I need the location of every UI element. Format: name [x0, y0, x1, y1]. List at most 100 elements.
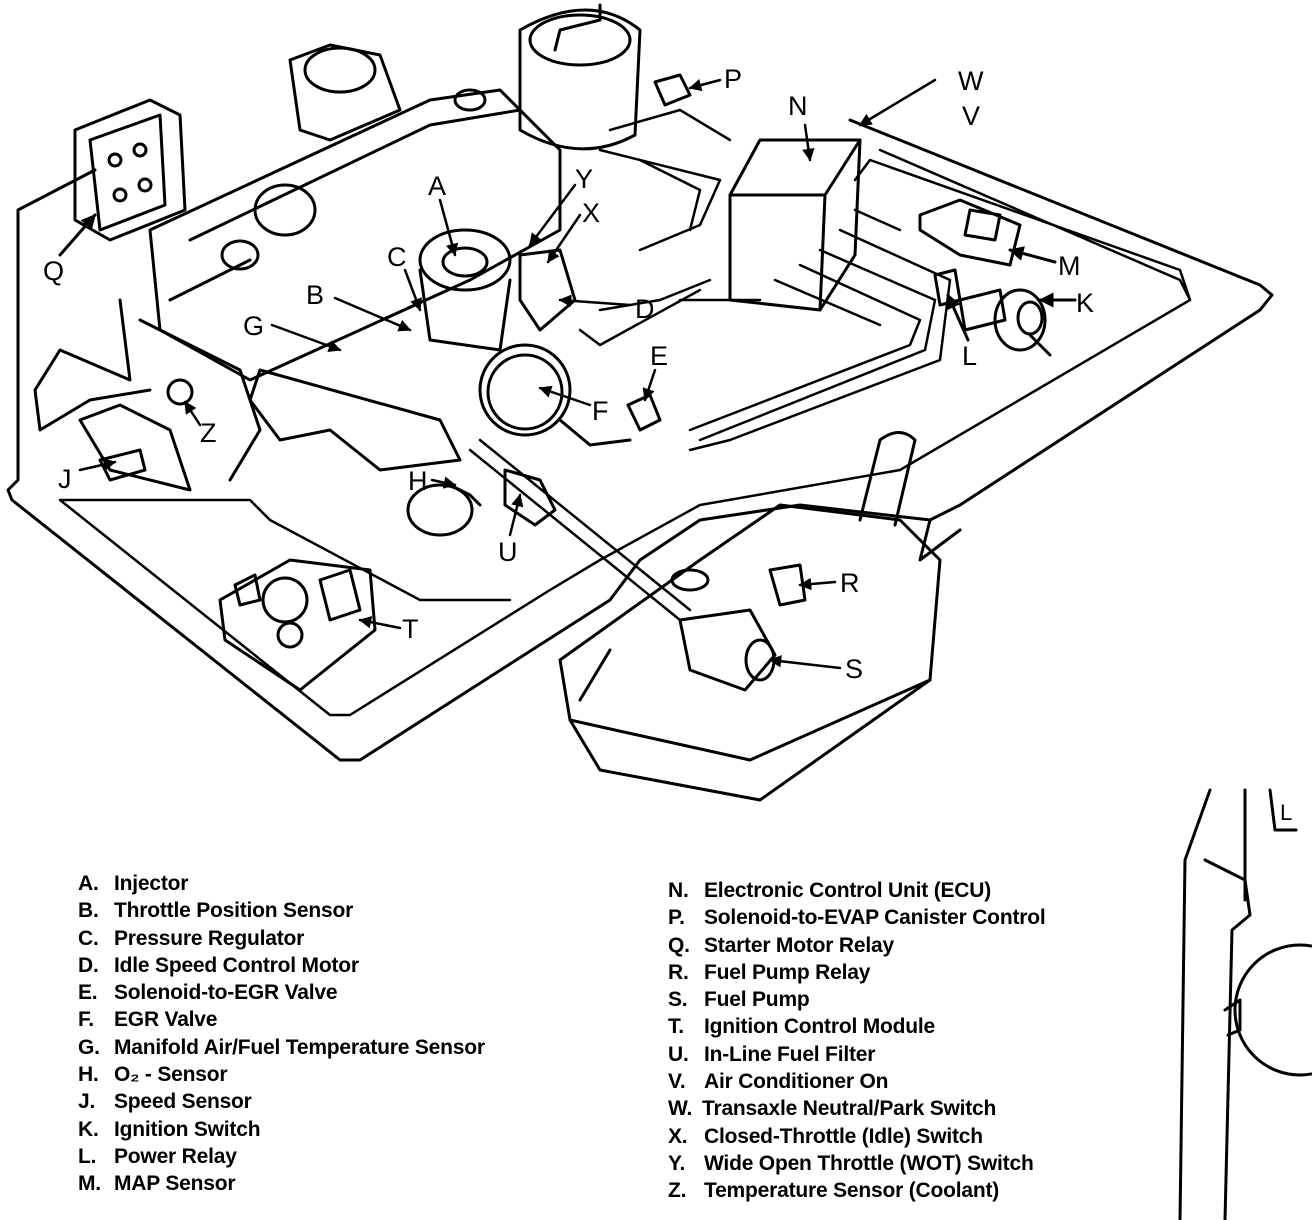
legend-key: U.: [668, 1042, 689, 1066]
legend-item: Z.Temperature Sensor (Coolant): [668, 1177, 1045, 1204]
callout-V: V: [962, 101, 980, 131]
legend-text: O₂ - Sensor: [114, 1063, 228, 1087]
evap-canister: [518, 3, 642, 151]
callout-M: M: [1058, 251, 1081, 281]
ignition-switch-K: [958, 288, 1077, 357]
coolant-sensor-Z: [166, 378, 194, 406]
legend-text: Fuel Pump: [704, 988, 810, 1012]
legend-item: S. Fuel Pump: [668, 986, 1045, 1013]
callout-N: N: [788, 91, 808, 121]
legend-key: S.: [668, 988, 688, 1012]
starter-motor-relay-Q: [58, 98, 187, 257]
legend-item: X.Closed-Throttle (Idle) Switch: [668, 1123, 1045, 1150]
legend-item: N.Electronic Control Unit (ECU): [668, 877, 1045, 904]
legend-item: B. Throttle Position Sensor: [78, 897, 485, 924]
legend-text: Throttle Position Sensor: [114, 899, 354, 923]
legend-key: C.: [78, 926, 99, 950]
legend-right: N.Electronic Control Unit (ECU) P.Soleno…: [668, 877, 1046, 1205]
partial-inset-drawing: [1178, 788, 1312, 1220]
legend-key: B.: [78, 899, 99, 923]
legend-text: Ignition Control Module: [704, 1015, 936, 1039]
legend-text: Idle Speed Control Motor: [114, 953, 359, 977]
legend-item: H.O₂ - Sensor: [78, 1061, 485, 1088]
legend-item: U. In-Line Fuel Filter: [668, 1041, 1045, 1068]
fuel-filter-U: [468, 438, 692, 622]
legend-key: L.: [78, 1144, 97, 1168]
legend-text: Wide Open Throttle (WOT) Switch: [704, 1151, 1034, 1175]
speed-sensor-J: [78, 403, 192, 492]
legend-key: G.: [78, 1035, 100, 1059]
legend-key: P.: [668, 906, 685, 930]
legend-text: Solenoid-to-EGR Valve: [114, 981, 338, 1005]
legend-item: Q. Starter Motor Relay: [668, 932, 1045, 959]
evap-solenoid-P: [653, 73, 692, 107]
legend-text: Manifold Air/Fuel Temperature Sensor: [114, 1035, 485, 1059]
legend-key: W.: [668, 1097, 693, 1121]
legend-key: T.: [668, 1015, 684, 1039]
legend-text: Starter Motor Relay: [704, 933, 894, 957]
legend-item: T. Ignition Control Module: [668, 1013, 1045, 1040]
legend-text: Pressure Regulator: [114, 926, 305, 950]
fuel-tank: [558, 431, 942, 802]
legend-key: Y.: [668, 1151, 686, 1175]
callout-arrows: [78, 78, 937, 670]
ignition-control-module-T: [218, 558, 377, 692]
legend-item: W. Transaxle Neutral/Park Switch: [668, 1095, 1045, 1122]
legend-key: F.: [78, 1008, 94, 1032]
legend-item: P.Solenoid-to-EVAP Canister Control: [668, 904, 1046, 931]
legend-key: A.: [78, 872, 99, 895]
callout-W: W: [958, 66, 984, 96]
legend-item: L.Power Relay: [78, 1143, 485, 1170]
callout-E: E: [650, 341, 668, 371]
throttle-body: [418, 228, 577, 352]
legend-text: EGR Valve: [114, 1008, 218, 1032]
legend-item: J. Speed Sensor: [78, 1088, 485, 1115]
legend-text: MAP Sensor: [114, 1172, 236, 1196]
legend-key: V.: [668, 1070, 686, 1094]
ecu-harness-wires: [578, 108, 1192, 452]
callout-L: L: [962, 341, 977, 371]
legend-text: In-Line Fuel Filter: [704, 1042, 876, 1066]
legend-text: Closed-Throttle (Idle) Switch: [704, 1124, 983, 1148]
legend-item: V. Air Conditioner On: [668, 1068, 1045, 1095]
legend-text: Speed Sensor: [114, 1090, 252, 1114]
legend-text: Air Conditioner On: [704, 1070, 889, 1094]
callout-Q: Q: [43, 256, 64, 286]
legend-key: M.: [78, 1172, 101, 1196]
callout-P: P: [724, 64, 742, 94]
legend-text: Transaxle Neutral/Park Switch: [702, 1097, 997, 1121]
legend-text: Electronic Control Unit (ECU): [704, 879, 992, 902]
legend-key: Z.: [668, 1179, 687, 1203]
legend-text: Injector: [114, 872, 189, 895]
legend-text: Ignition Switch: [114, 1117, 261, 1141]
legend-item: F. EGR Valve: [78, 1006, 485, 1033]
harness-platform-outline: [6, 118, 1274, 762]
callout-L-inset: L: [1280, 800, 1292, 825]
legend-item: M. MAP Sensor: [78, 1170, 485, 1197]
legend-item: R.Fuel Pump Relay: [668, 959, 1045, 986]
callout-D: D: [635, 294, 655, 324]
egr-valve-F: [478, 343, 632, 447]
callout-K: K: [1076, 288, 1094, 318]
callout-R: R: [840, 568, 860, 598]
legend-left: A. Injector B. Throttle Position Sensor C.…: [78, 870, 485, 1198]
callout-F: F: [592, 396, 609, 426]
callout-A: A: [428, 171, 446, 201]
legend-item: Y. Wide Open Throttle (WOT) Switch: [668, 1150, 1045, 1177]
harness-inner-lines: [58, 148, 1192, 717]
legend-item: D.Idle Speed Control Motor: [78, 952, 485, 979]
legend-item: G. Manifold Air/Fuel Temperature Sensor: [78, 1034, 485, 1061]
map-sensor-M: [918, 198, 1057, 267]
callout-H: H: [408, 466, 428, 496]
legend-key: K.: [78, 1117, 99, 1141]
legend-key: J.: [78, 1090, 96, 1114]
power-relay-L: [933, 268, 970, 342]
callout-G: G: [243, 311, 264, 341]
legend-item: E.Solenoid-to-EGR Valve: [78, 979, 485, 1006]
o2-sensor-H: [406, 483, 482, 537]
legend-key: Q.: [668, 933, 690, 957]
legend-item: C. Pressure Regulator: [78, 925, 485, 952]
legend-text: Fuel Pump Relay: [704, 960, 871, 984]
callout-X: X: [582, 198, 600, 228]
